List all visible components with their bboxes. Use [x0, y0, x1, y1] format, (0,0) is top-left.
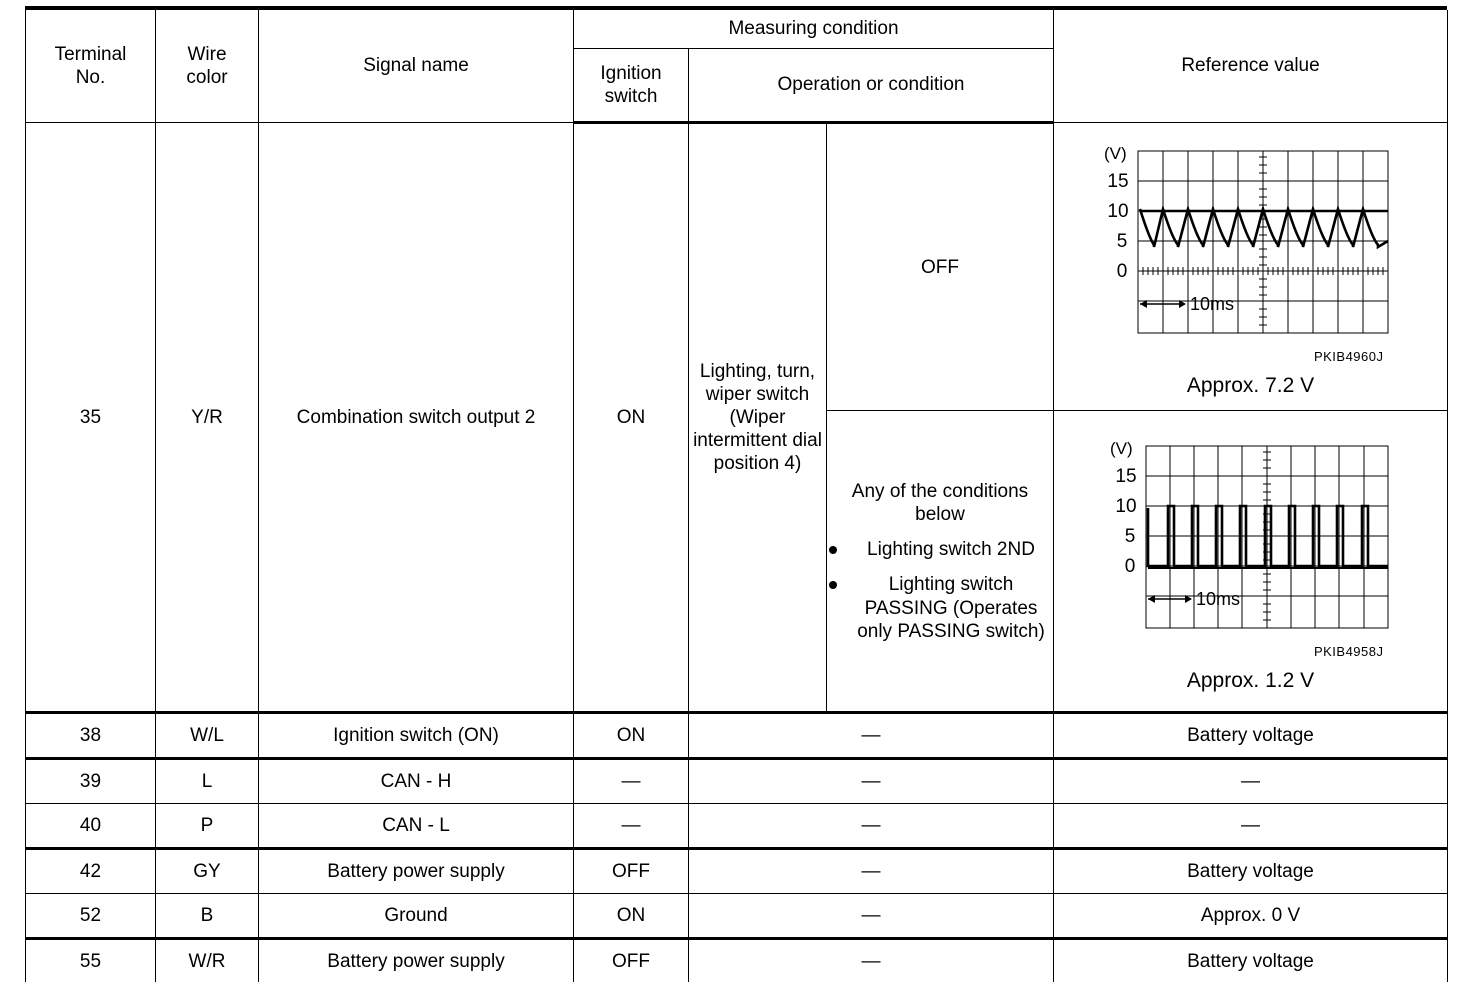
cell-reference-waveform-1: (V) 15 10 5 0	[1053, 121, 1448, 412]
header-measuring-condition: Measuring condition	[573, 10, 1054, 49]
cell-terminal-no: 38	[25, 711, 156, 760]
svg-text:15: 15	[1107, 171, 1128, 192]
cell-signal-name: Ignition switch (ON)	[258, 711, 574, 760]
cell-ignition-switch: —	[573, 803, 689, 850]
cell-operation: —	[688, 893, 1054, 940]
table-row: 38 W/L Ignition switch (ON) ON — Battery…	[25, 711, 1448, 760]
header-reference-value: Reference value	[1053, 10, 1448, 123]
header-wire-color-line2: color	[186, 67, 228, 88]
condition-bullet-list: Lighting switch 2ND Lighting switch PASS…	[827, 538, 1053, 643]
cell-signal-name: CAN - H	[258, 757, 574, 805]
header-ignition-switch: Ignition switch	[573, 48, 689, 124]
cell-reference-value: Battery voltage	[1053, 711, 1448, 760]
cell-signal-name: Ground	[258, 893, 574, 940]
cell-condition-any: Any of the conditions below Lighting swi…	[826, 410, 1054, 714]
svg-text:5: 5	[1124, 526, 1135, 547]
figure-caption: Approx. 1.2 V	[1186, 668, 1315, 692]
header-ignition-switch-line1: Ignition	[600, 62, 662, 84]
cell-operation: Lighting, turn, wiper switch (Wiper inte…	[688, 121, 827, 714]
header-ignition-switch-line2: switch	[604, 86, 658, 107]
cell-terminal-no: 40	[25, 803, 156, 850]
cell-operation: —	[688, 711, 1054, 760]
table-row: 40 P CAN - L — — —	[25, 803, 1448, 850]
bullet-text: Lighting switch 2ND	[867, 539, 1035, 561]
cell-reference-value: —	[1053, 803, 1448, 850]
cell-reference-waveform-2: (V) 15 10 5 0	[1053, 410, 1448, 714]
header-operation-or-condition: Operation or condition	[688, 48, 1054, 124]
cell-reference-value: —	[1053, 757, 1448, 805]
cell-reference-value: Battery voltage	[1053, 937, 1448, 982]
header-signal-name: Signal name	[258, 10, 574, 123]
cell-condition-off: OFF	[826, 121, 1054, 412]
cell-signal-name: Combination switch output 2	[258, 121, 574, 714]
cell-terminal-no: 42	[25, 847, 156, 895]
bullet-dot-icon	[829, 546, 837, 555]
svg-text:5: 5	[1116, 231, 1127, 252]
cell-reference-value: Battery voltage	[1053, 847, 1448, 895]
cell-ignition-switch: —	[573, 757, 689, 805]
cell-wire-color: L	[155, 757, 259, 805]
cell-terminal-no: 39	[25, 757, 156, 805]
table-row: Any of the conditions below Lighting swi…	[26, 410, 1448, 714]
cell-terminal-no: 52	[25, 893, 156, 940]
cell-ignition-switch: ON	[573, 121, 689, 714]
table-row: 55 W/R Battery power supply OFF — Batter…	[25, 937, 1448, 982]
list-item: Lighting switch 2ND	[827, 538, 1053, 561]
oscilloscope-trace-pulse: (V) 15 10 5 0	[1096, 432, 1406, 642]
cell-operation: —	[688, 803, 1054, 850]
table-top-rule	[25, 6, 1447, 11]
oscilloscope-trace-sawtooth: (V) 15 10 5 0	[1096, 137, 1406, 347]
cell-wire-color: W/L	[155, 711, 259, 760]
figure-code-label: PKIB4958J	[1313, 643, 1384, 659]
cell-wire-color: Y/R	[155, 121, 259, 714]
cell-signal-name: Battery power supply	[258, 847, 574, 895]
condition-label: OFF	[921, 256, 959, 278]
header-wire-color-line1: Wire	[187, 43, 227, 65]
svg-text:0: 0	[1116, 261, 1127, 282]
figure-code-label: PKIB4960J	[1313, 349, 1384, 364]
svg-text:(V): (V)	[1110, 439, 1133, 458]
header-wire-color: Wire color	[155, 10, 259, 123]
svg-text:(V): (V)	[1104, 144, 1127, 163]
svg-text:10ms: 10ms	[1190, 294, 1234, 314]
waveform-figure-1: (V) 15 10 5 0	[1054, 123, 1447, 410]
cell-ignition-switch: OFF	[573, 937, 689, 982]
waveform-figure-2: (V) 15 10 5 0	[1054, 418, 1447, 705]
cell-wire-color: P	[155, 803, 259, 850]
cell-wire-color: B	[155, 893, 259, 940]
header-terminal-no: Terminal No.	[25, 10, 156, 123]
svg-text:10: 10	[1107, 201, 1128, 222]
table-header-row-2: Ignition switch Operation or condition	[26, 48, 1448, 124]
cell-operation: —	[688, 757, 1054, 805]
table-row: 35 Y/R Combination switch output 2 ON Li…	[25, 121, 1448, 714]
table-row: 52 B Ground ON — Approx. 0 V	[25, 893, 1448, 940]
svg-text:10ms: 10ms	[1196, 589, 1240, 609]
figure-caption: Approx. 7.2 V	[1186, 373, 1315, 397]
cell-ignition-switch: ON	[573, 711, 689, 760]
bullet-dot-icon	[829, 581, 837, 590]
cell-ignition-switch: OFF	[573, 847, 689, 895]
cell-wire-color: GY	[155, 847, 259, 895]
cell-wire-color: W/R	[155, 937, 259, 982]
svg-text:15: 15	[1115, 466, 1136, 487]
cell-signal-name: CAN - L	[258, 803, 574, 850]
cell-ignition-switch: ON	[573, 893, 689, 940]
cell-signal-name: Battery power supply	[258, 937, 574, 982]
table-row: 42 GY Battery power supply OFF — Battery…	[25, 847, 1448, 895]
condition-label: Any of the conditions below	[851, 480, 1029, 526]
bullet-text: Lighting switch PASSING (Operates only P…	[857, 574, 1045, 642]
cell-reference-value: Approx. 0 V	[1053, 893, 1448, 940]
cell-operation: —	[688, 847, 1054, 895]
table-header-row-1: Terminal No. Wire color Signal name Meas…	[25, 10, 1448, 123]
svg-text:0: 0	[1124, 556, 1135, 577]
header-terminal-no-line1: Terminal	[54, 43, 127, 65]
cell-terminal-no: 55	[25, 937, 156, 982]
list-item: Lighting switch PASSING (Operates only P…	[827, 573, 1053, 643]
cell-operation: —	[688, 937, 1054, 982]
table-row: 39 L CAN - H — — —	[25, 757, 1448, 805]
terminal-spec-table: Terminal No. Wire color Signal name Meas…	[25, 10, 1448, 982]
svg-text:10: 10	[1115, 496, 1136, 517]
header-terminal-no-line2: No.	[75, 67, 106, 88]
cell-terminal-no: 35	[25, 121, 156, 714]
